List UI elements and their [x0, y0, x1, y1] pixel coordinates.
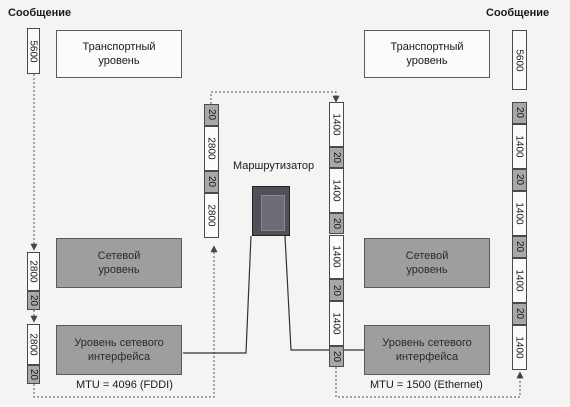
header-cell: 20 — [512, 236, 527, 258]
data-fragment-cell: 1400 — [512, 123, 527, 169]
transport-layer-right: Транспортный уровень — [364, 30, 490, 78]
header-cell: 20 — [27, 364, 40, 384]
header-cell: 20 — [512, 169, 527, 191]
data-fragment-cell: 1400 — [329, 168, 344, 214]
data-fragment-cell: 1400 — [329, 234, 344, 280]
network-interface-layer-left: Уровень сетевого интерфейса — [56, 325, 182, 375]
arrow-left-to-router — [33, 245, 218, 398]
data-fragment-cell: 2800 — [204, 125, 219, 171]
header-cell: 20 — [329, 279, 344, 301]
data-fragment-cell: 1400 — [329, 102, 344, 147]
header-cell: 20 — [329, 213, 344, 235]
data-fragment-cell: 2800 — [27, 252, 40, 292]
header-cell: 20 — [329, 146, 344, 169]
data-fragment-cell: 5600 — [27, 28, 40, 74]
data-fragment-cell: 1400 — [512, 324, 527, 370]
message-label-right: Сообщение — [486, 7, 550, 19]
data-fragment-cell: 1400 — [512, 257, 527, 303]
network-layer-left: Сетевой уровень — [56, 238, 182, 288]
data-fragment-cell: 1400 — [329, 300, 344, 346]
message-label-left: Сообщение — [8, 7, 72, 19]
mtu-right-label: MTU = 1500 (Ethernet) — [370, 379, 483, 391]
arrow-router-in-to-out — [210, 91, 340, 104]
network-interface-layer-right: Уровень сетевого интерфейса — [364, 325, 490, 375]
data-fragment-cell: 5600 — [512, 30, 527, 90]
transport-layer-left: Транспортный уровень — [56, 30, 182, 78]
link-router-right-interface — [284, 235, 364, 351]
network-layer-right: Сетевой уровень — [364, 238, 490, 288]
data-fragment-cell: 1400 — [512, 190, 527, 236]
header-cell: 20 — [329, 345, 344, 367]
header-cell: 20 — [204, 104, 219, 126]
arrow-router-to-right — [335, 367, 524, 398]
router-label: Маршрутизатор — [233, 160, 315, 172]
header-cell: 20 — [27, 291, 40, 310]
data-fragment-cell: 2800 — [204, 192, 219, 238]
header-cell: 20 — [512, 102, 527, 124]
header-cell: 20 — [512, 303, 527, 325]
data-fragment-cell: 2800 — [27, 324, 40, 365]
link-left-interface-router — [183, 235, 252, 354]
mtu-left-label: MTU = 4096 (FDDI) — [76, 379, 173, 391]
router-icon — [252, 186, 290, 236]
header-cell: 20 — [204, 171, 219, 193]
